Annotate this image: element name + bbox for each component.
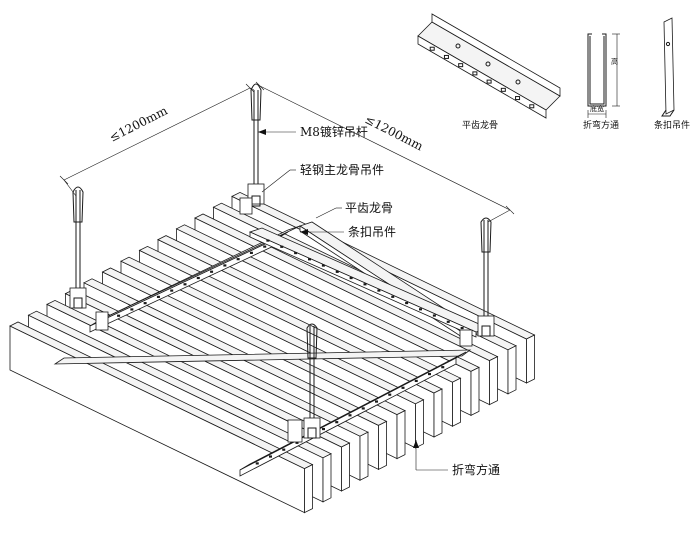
- keel-tooth: [361, 407, 365, 410]
- keel-tooth: [263, 245, 267, 248]
- keel-tooth: [196, 276, 200, 280]
- hanger-rod-left: [69, 186, 87, 309]
- keel-tooth: [388, 393, 392, 396]
- detail-keel-tooth: [500, 87, 506, 92]
- keel-tooth: [183, 283, 187, 286]
- detail-keel-tooth: [515, 96, 521, 101]
- square-tube-slat-end: [359, 431, 369, 481]
- detail-label-folded-square-tube: 折弯方通: [583, 119, 619, 131]
- keel-tooth: [130, 308, 134, 311]
- keel-tooth: [294, 251, 298, 255]
- square-tube-slat-end: [526, 334, 535, 384]
- callout-leaders: [258, 129, 448, 471]
- keel-tooth: [401, 386, 405, 389]
- label-main-keel-hanger: 轻钢主龙骨吊件: [300, 163, 384, 177]
- detail-keel-tooth: [486, 79, 492, 84]
- keel-tooth: [156, 295, 160, 298]
- keel-tooth: [414, 379, 418, 383]
- keel-tooth: [375, 400, 378, 403]
- keel-tooth: [428, 372, 431, 376]
- label-folded-square-tube: 折弯方通: [452, 462, 500, 477]
- keel-tooth: [335, 270, 339, 273]
- square-tube-slat-end: [396, 409, 406, 460]
- detail-keel-tooth: [458, 63, 464, 68]
- keel-tooth: [349, 276, 353, 280]
- square-tube-slats: [9, 191, 536, 514]
- detail-label-height: 高: [611, 57, 618, 66]
- keel-tooth: [295, 441, 299, 444]
- hanger-rods: [69, 83, 495, 443]
- square-tube-slat-end: [304, 463, 313, 514]
- hanger-rod-front: [303, 323, 321, 439]
- label-strip-clip-hanger: 条扣吊件: [348, 225, 396, 239]
- keel-tooth: [308, 258, 311, 261]
- keel-tooth: [249, 251, 253, 254]
- keel-tooth: [255, 462, 259, 465]
- label-flat-tooth-keel: 平齿龙骨: [345, 201, 393, 215]
- square-tube-slat-end: [415, 399, 424, 449]
- keel-tooth: [348, 414, 352, 417]
- keel-tooth: [282, 448, 286, 451]
- square-tube-slat-end: [341, 442, 350, 492]
- detail-keel-tooth: [429, 46, 435, 51]
- keel-tooth: [170, 289, 174, 292]
- keel-tooth: [419, 308, 422, 311]
- cross-keels: [89, 227, 490, 477]
- keel-tooth: [391, 295, 395, 298]
- keel-tooth: [441, 366, 445, 369]
- square-tube-slat-end: [378, 420, 387, 471]
- keel-tooth: [210, 270, 214, 273]
- hanger-rod-right: [477, 217, 495, 337]
- keel-tooth: [335, 421, 339, 424]
- keel-teeth: [103, 239, 464, 465]
- square-tube-slat-end: [322, 453, 332, 503]
- detail-keel-tooth: [529, 104, 535, 109]
- dimension-lines: [59, 81, 515, 223]
- detail-label-flat-tooth-keel: 平齿龙骨: [462, 119, 498, 131]
- detail-strip-clip-hanger: [661, 17, 675, 117]
- keel-tooth: [377, 289, 381, 292]
- square-tube-slat-end: [489, 355, 498, 406]
- keel-tooth: [269, 455, 272, 458]
- keel-tooth: [280, 245, 284, 248]
- detail-label-strip-clip-hanger: 条扣吊件: [654, 119, 690, 131]
- hanger-rod-back: [247, 83, 265, 207]
- dimension-right-label: ≤1200mm: [363, 112, 426, 154]
- keel-tooth: [223, 264, 227, 267]
- keel-tooth: [236, 258, 240, 261]
- square-tube-slat-end: [507, 345, 517, 395]
- keel-tooth: [321, 264, 325, 267]
- keel-tooth: [117, 314, 121, 317]
- detail-keel-tooth: [443, 54, 449, 59]
- square-tube-slat-end: [433, 388, 443, 438]
- detail-keel-tooth: [472, 71, 478, 76]
- detail-flat-tooth-keel: [417, 13, 561, 119]
- square-tube-slat-end: [470, 366, 480, 417]
- detail-folded-square-tube: [587, 33, 620, 118]
- keel-tooth: [446, 320, 450, 323]
- keel-tooth: [322, 427, 325, 431]
- flat-tooth-keel-front: [53, 349, 472, 365]
- label-hanger-rod: M8镀锌吊杆: [300, 125, 368, 139]
- keel-tooth: [143, 302, 147, 305]
- keel-tooth: [266, 239, 270, 242]
- keel-tooth: [405, 301, 409, 305]
- square-tube-slat-end: [452, 377, 461, 427]
- keel-tooth: [460, 326, 464, 330]
- keel-tooth: [432, 314, 436, 317]
- detail-label-bottom-width: 底宽: [590, 104, 604, 113]
- dimension-left-label: ≤1200mm: [107, 103, 170, 145]
- keel-tooth: [363, 283, 367, 286]
